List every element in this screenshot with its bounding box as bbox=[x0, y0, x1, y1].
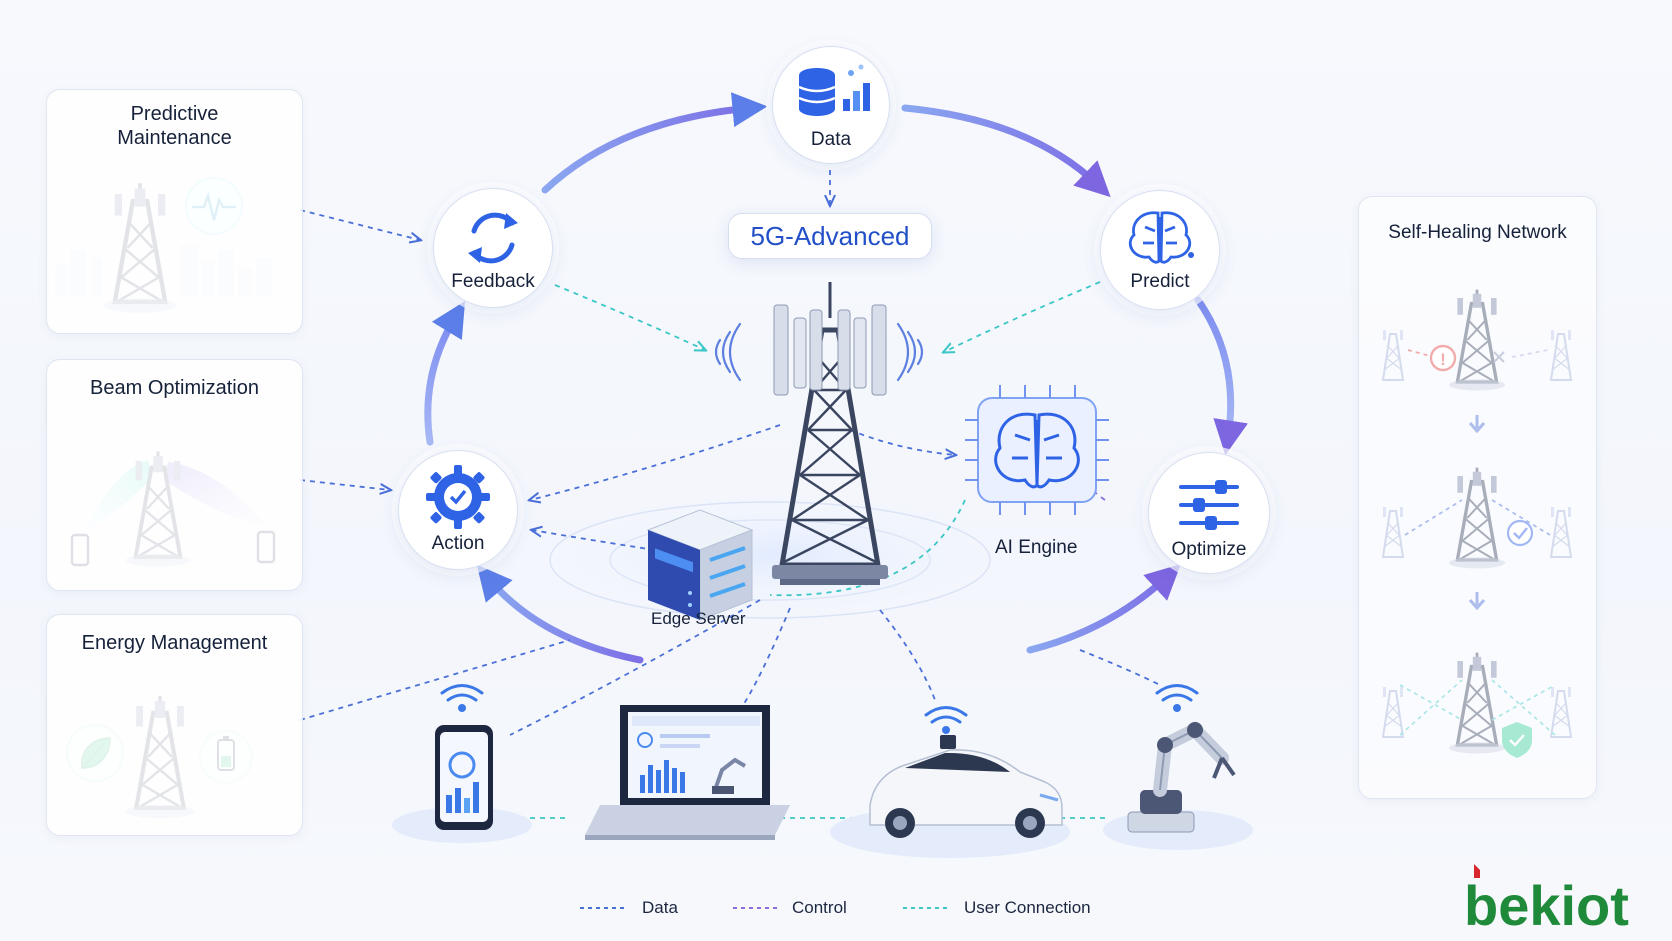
arc-action-to-feedback bbox=[424, 301, 466, 446]
node-label: Optimize bbox=[1171, 539, 1247, 560]
arc-predict-to-optimize bbox=[1194, 296, 1248, 456]
panel-self-healing-network: Self-Healing Network bbox=[1358, 196, 1597, 799]
arc-edge-to-optimize bbox=[1026, 564, 1181, 654]
card-title-line1: Predictive bbox=[130, 103, 219, 125]
node-optimize: Optimize bbox=[1148, 452, 1270, 574]
card-energy-management: Energy Management bbox=[46, 614, 303, 836]
gear-check-icon bbox=[426, 465, 490, 529]
node-action: Action bbox=[398, 450, 518, 570]
node-label: Data bbox=[810, 129, 852, 150]
main-tower bbox=[772, 282, 888, 585]
node-feedback: Feedback bbox=[433, 188, 553, 308]
refresh-icon bbox=[468, 212, 518, 264]
card-beam-optimization: Beam Optimization bbox=[46, 359, 303, 591]
node-label: Action bbox=[431, 533, 485, 554]
ai-engine-chip bbox=[965, 385, 1109, 515]
devices-row bbox=[392, 705, 1253, 858]
arc-edge-to-action bbox=[476, 564, 644, 664]
node-label: Predict bbox=[1130, 271, 1190, 292]
card-title: Beam Optimization bbox=[90, 377, 259, 399]
legend-control: Control bbox=[792, 898, 847, 917]
brand-logo: bekiot bbox=[1464, 864, 1629, 937]
brain-icon bbox=[1128, 211, 1194, 264]
card-predictive-maintenance: Predictive Maintenance bbox=[46, 89, 303, 334]
database-icon bbox=[798, 64, 870, 116]
node-data: Data bbox=[772, 46, 890, 164]
legend-data: Data bbox=[642, 898, 678, 917]
wifi-icons bbox=[440, 684, 1199, 734]
brand-logo-text: bekiot bbox=[1464, 874, 1629, 937]
panel-title: Self-Healing Network bbox=[1388, 222, 1567, 243]
legend-user-connection: User Connection bbox=[964, 898, 1091, 917]
center-title-pill: 5G-Advanced bbox=[728, 213, 932, 259]
arc-feedback-to-data bbox=[541, 92, 768, 194]
center-glow bbox=[520, 485, 1040, 625]
card-title: Energy Management bbox=[81, 632, 268, 654]
node-predict: Predict bbox=[1100, 190, 1220, 310]
edge-server-label: Edge Server bbox=[651, 609, 746, 628]
node-label: Feedback bbox=[451, 271, 535, 292]
sliders-icon bbox=[1179, 480, 1239, 530]
edge-server-illustration bbox=[646, 509, 754, 621]
arc-data-to-predict bbox=[901, 104, 1111, 198]
ai-engine-label: AI Engine bbox=[995, 537, 1078, 558]
card-title-line2: Maintenance bbox=[117, 127, 232, 149]
